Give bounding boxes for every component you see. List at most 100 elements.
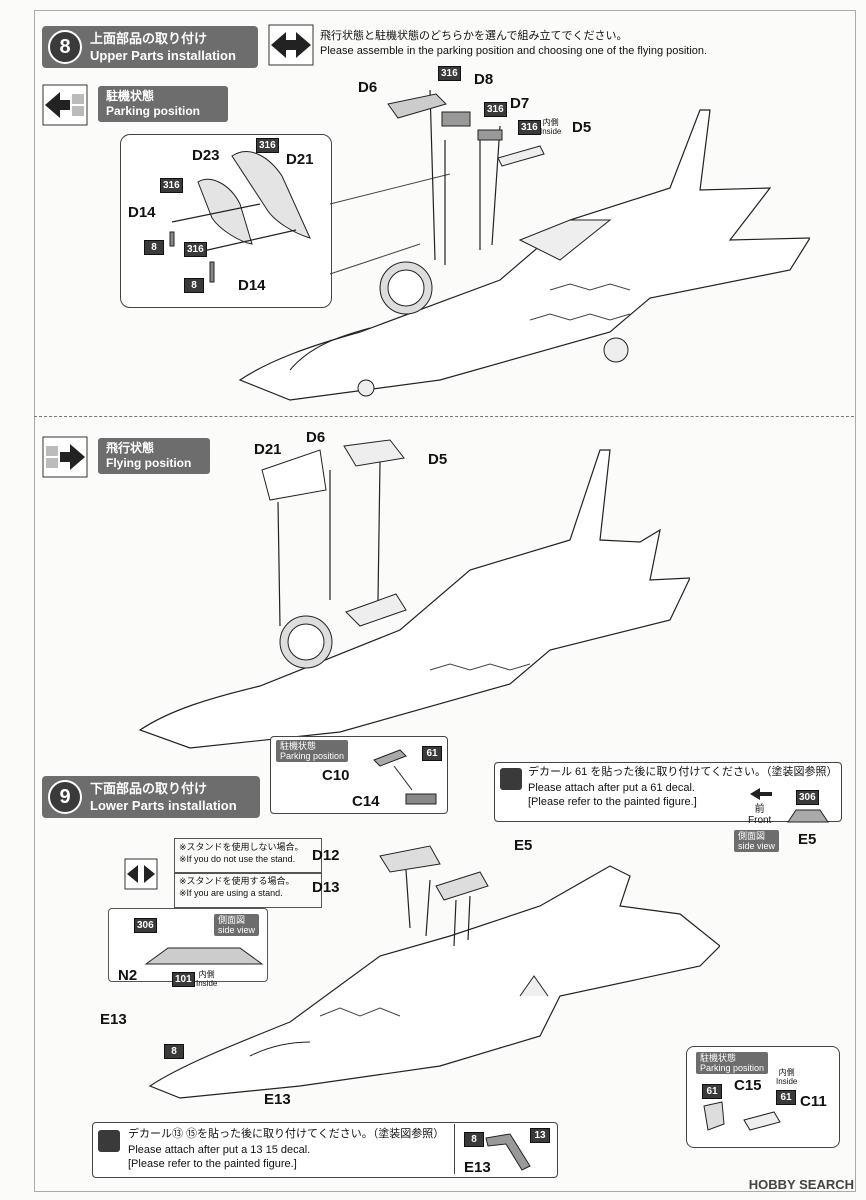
- color-61-tag: 61: [776, 1090, 796, 1105]
- parking-position-badge: 駐機状態 Parking position: [98, 86, 228, 122]
- no-stand-note: ※スタンドを使用しない場合。 ※If you do not use the st…: [174, 838, 322, 874]
- e13-part-drawing: [485, 1133, 531, 1171]
- part-d5-label: D5: [572, 119, 592, 136]
- e5-side-drawing: [787, 809, 829, 823]
- part-c11-label: C11: [800, 1093, 827, 1110]
- side-view-en: side view: [738, 841, 776, 851]
- n2-inside-en: Inside: [196, 979, 218, 988]
- n2-inside-note: 内側 Inside: [196, 970, 217, 988]
- stand-en: ※If you are using a stand.: [179, 888, 283, 898]
- decal13-15-note: [92, 1122, 558, 1178]
- part-d6-label: D6: [358, 79, 378, 96]
- part-d21-label: D21: [286, 151, 314, 168]
- flying-label-en: Flying position: [106, 456, 192, 470]
- note-divider: [454, 1124, 455, 1174]
- wing-bay-doors-drawing: [169, 151, 450, 283]
- step8-number: 8: [48, 30, 82, 64]
- part-n2-label: N2: [118, 967, 138, 984]
- flying-icon: [42, 436, 88, 478]
- part-c10-label: C10: [322, 767, 350, 784]
- part-e13-label-2: E13: [264, 1091, 291, 1108]
- no-stand-jp: ※スタンドを使用しない場合。: [179, 842, 304, 852]
- c11-inside-note: 内側 Inside: [776, 1068, 797, 1086]
- color-101-tag: 101: [172, 972, 195, 987]
- c11-inside-en: Inside: [776, 1077, 798, 1086]
- decal-icon-2: [98, 1130, 120, 1152]
- front-label: 前 Front: [748, 804, 771, 826]
- n2-inside-jp: 内側: [198, 970, 215, 979]
- parking-inset2-badge: 駐機状態 Parking position: [696, 1052, 769, 1074]
- aircraft-upper-flying-drawing: [138, 439, 690, 749]
- stand-jp: ※スタンドを使用する場合。: [179, 876, 295, 886]
- aircraft-upper-parking-drawing: [238, 89, 810, 401]
- flying-part-d21-label: D21: [254, 441, 282, 458]
- part-d14-label: D14: [238, 277, 266, 294]
- n2-side-jp: 側面図: [218, 915, 246, 925]
- page-frame: [34, 10, 856, 1192]
- decal61-en1: Please attach after put a 61 decal.: [528, 782, 695, 794]
- step8-note-jp: 飛行状態と駐機状態のどちらかを選んで組み立てでください。: [320, 30, 628, 42]
- parking-inset2-en: Parking position: [700, 1063, 765, 1073]
- step9-title-jp: 下面部品の取り付け: [90, 781, 208, 796]
- flying-part-d5-label: D5: [428, 451, 448, 468]
- n2-side-en: side view: [218, 925, 256, 935]
- step8-note-en: Please assemble in the parking position …: [320, 45, 708, 57]
- step9-title-en: Lower Parts installation: [90, 798, 237, 813]
- part-d8-label: D8: [474, 71, 494, 88]
- watermark: HOBBY SEARCH: [748, 1177, 854, 1192]
- part-d7-label: D7: [510, 95, 530, 112]
- color-8-tag: 8: [144, 240, 164, 255]
- parking-inset-badge: 駐機状態 Parking position: [276, 740, 349, 762]
- color-306-tag: 306: [134, 918, 157, 933]
- decal61-en2: [Please refer to the painted figure.]: [528, 796, 697, 808]
- part-d23-label: D23: [192, 147, 220, 164]
- color-8-tag: 8: [184, 278, 204, 293]
- color-316-tag: 316: [160, 178, 183, 193]
- color-306-tag: 306: [796, 790, 819, 805]
- parking-inset2-jp: 駐機状態: [700, 1053, 737, 1063]
- color-8-tag: 8: [464, 1132, 484, 1147]
- e5-side-label: E5: [798, 831, 817, 848]
- color-13-tag: 13: [530, 1128, 550, 1143]
- color-316-tag: 316: [184, 242, 207, 257]
- n2-side-drawing: [144, 947, 264, 965]
- parking-inset-jp: 駐機状態: [280, 741, 317, 751]
- side-view-jp: 側面図: [738, 831, 766, 841]
- aircraft-lower-drawing: [148, 845, 720, 1099]
- color-316-tag: 316: [484, 102, 507, 117]
- flying-label-jp: 飛行状態: [106, 441, 155, 455]
- color-8-tag: 8: [164, 1044, 184, 1059]
- flying-part-d6-label: D6: [306, 429, 326, 446]
- parking-inset-en: Parking position: [280, 751, 345, 761]
- part-c15-label: C15: [734, 1077, 762, 1094]
- parking-flying-choice-icon: [268, 24, 314, 66]
- decal-icon: [500, 768, 522, 790]
- c11-inside-jp: 内側: [778, 1068, 795, 1077]
- part-d13-label: D13: [312, 879, 340, 896]
- stand-choice-icon: [124, 858, 158, 890]
- step8-header: 8 上面部品の取り付け Upper Parts installation: [42, 26, 258, 68]
- color-61-tag: 61: [702, 1084, 722, 1099]
- stand-note: ※スタンドを使用する場合。 ※If you are using a stand.: [174, 872, 322, 908]
- inside-note: 内側 Inside: [540, 118, 561, 136]
- color-316-tag: 316: [438, 66, 461, 81]
- parking-icon: [42, 84, 88, 126]
- step8-title-jp: 上面部品の取り付け: [90, 31, 208, 46]
- n2-side-view-badge: 側面図 side view: [214, 914, 260, 936]
- no-stand-en: ※If you do not use the stand.: [179, 854, 296, 864]
- step8-title-en: Upper Parts installation: [90, 48, 236, 63]
- part-e5-label: E5: [514, 837, 533, 854]
- e13-note-label: E13: [464, 1159, 491, 1176]
- c15-c11-parts-drawing: [703, 1101, 781, 1131]
- decal61-note: [494, 762, 842, 822]
- part-d12-label: D12: [312, 847, 340, 864]
- decal13-jp: デカール⑬ ⑮を貼った後に取り付けてください。（塗装図参照）: [128, 1128, 445, 1140]
- front-jp: 前: [754, 804, 765, 815]
- part-d14-label: D14: [128, 204, 156, 221]
- step9-number: 9: [48, 780, 82, 814]
- gear-door-parts-drawing: [373, 749, 437, 805]
- parking-label-en: Parking position: [106, 104, 201, 118]
- front-en: Front: [748, 815, 772, 826]
- color-316-tag: 316: [256, 138, 279, 153]
